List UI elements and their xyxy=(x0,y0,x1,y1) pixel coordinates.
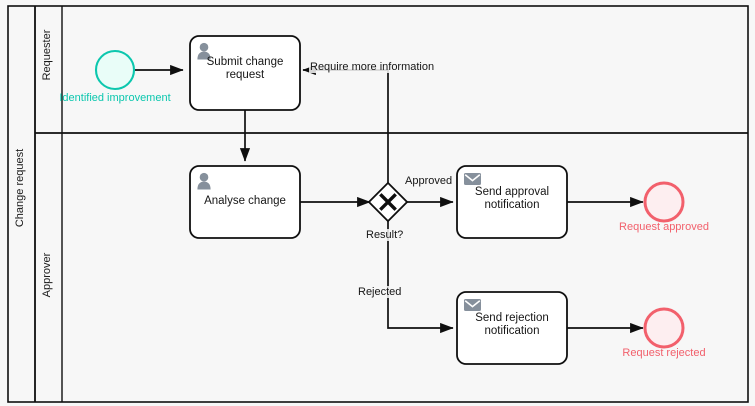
lane-title-requester: Requester xyxy=(41,29,53,81)
task-send-rejection-notification[interactable] xyxy=(456,291,568,365)
flow-label-approved: Approved xyxy=(404,175,454,188)
user-icon xyxy=(197,172,211,190)
flow-label-require-more-information: Require more information xyxy=(309,61,436,74)
pool-title-change-request: Change request xyxy=(14,148,26,228)
start-event-identified-improvement[interactable] xyxy=(94,49,136,91)
end-event-label-request-rejected: Request rejected xyxy=(622,347,706,359)
task-label-submit-change-request: Submit change request xyxy=(206,56,284,81)
end-event-label-request-approved: Request approved xyxy=(619,221,709,233)
end-event-request-rejected[interactable] xyxy=(643,307,685,349)
task-label-send-rejection-notification: Send rejection notification xyxy=(475,312,549,337)
envelope-icon xyxy=(464,173,481,185)
task-label-analyse-change: Analyse change xyxy=(204,195,286,207)
task-submit-change-request[interactable] xyxy=(189,35,301,111)
exclusive-gateway-result[interactable] xyxy=(367,181,409,223)
gateway-label-result: Result? xyxy=(365,229,405,242)
end-event-request-approved[interactable] xyxy=(643,181,685,223)
flow-label-rejected: Rejected xyxy=(357,286,403,299)
lane-requester[interactable] xyxy=(35,6,748,134)
user-icon xyxy=(197,42,211,60)
lane-title-approver: Approver xyxy=(41,252,53,298)
flow-rejected[interactable] xyxy=(387,220,454,334)
task-send-approval-notification[interactable] xyxy=(456,165,568,239)
task-label-send-approval-notification: Send approval notification xyxy=(474,186,550,211)
start-event-label: Identified improvement xyxy=(59,92,171,104)
envelope-icon xyxy=(464,299,481,311)
task-analyse-change[interactable] xyxy=(189,165,301,239)
